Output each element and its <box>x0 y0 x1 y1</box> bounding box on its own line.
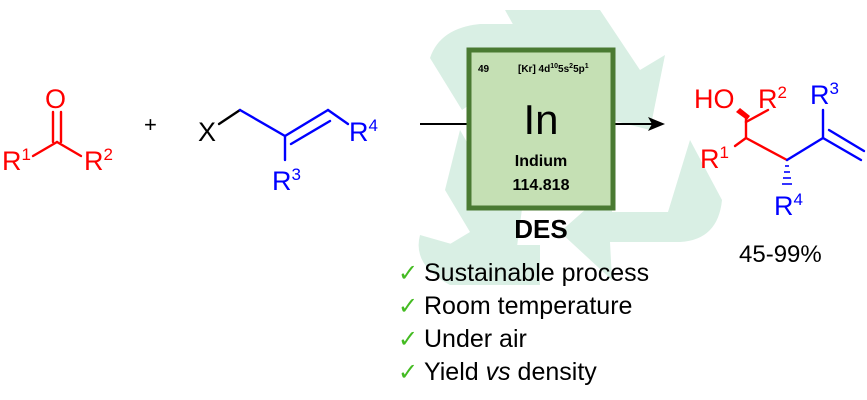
condition-item: Sustainable process <box>424 259 649 287</box>
atomic-number: 49 <box>478 64 490 75</box>
allyl-halide-reactant: X R4 R3 <box>198 108 378 196</box>
atomic-mass: 114.818 <box>513 177 570 194</box>
electron-configuration: [Kr] 4d105s25p1 <box>518 63 589 75</box>
solvent-label: DES <box>514 214 567 244</box>
conditions-list: ✓ Sustainable process ✓ Room temperature… <box>398 259 649 386</box>
reaction-arrow <box>420 117 665 131</box>
r3-label: R3 <box>272 165 301 196</box>
hydroxyl-label: HO <box>694 84 735 114</box>
condition-item: Room temperature <box>424 292 632 320</box>
indium-element-tile: 49 [Kr] 4d105s25p1 In Indium 114.818 <box>466 47 616 211</box>
check-icon: ✓ <box>398 359 418 386</box>
element-symbol: In <box>523 96 558 143</box>
homoallylic-alcohol-product: HO R2 R1 R3 R4 <box>694 79 866 221</box>
product-r2-label: R2 <box>758 83 787 114</box>
check-icon: ✓ <box>398 260 418 287</box>
recycle-icon <box>418 10 722 285</box>
r2-label: R2 <box>84 145 113 176</box>
product-r4-label: R4 <box>774 190 803 221</box>
r4-label: R4 <box>349 116 378 147</box>
r1-label: R1 <box>2 145 31 176</box>
oxygen-label: O <box>45 84 66 114</box>
check-icon: ✓ <box>398 326 418 353</box>
product-r1-label: R1 <box>700 143 729 174</box>
condition-item: Under air <box>424 325 527 353</box>
plus-sign: + <box>144 112 157 137</box>
halide-label: X <box>198 117 216 147</box>
product-r3-label: R3 <box>810 79 839 110</box>
condition-item: Yield vs density <box>424 358 597 386</box>
ketone-reactant: O R1 R2 <box>2 84 113 176</box>
yield-label: 45-99% <box>739 241 822 268</box>
element-name: Indium <box>515 153 567 170</box>
check-icon: ✓ <box>398 293 418 320</box>
